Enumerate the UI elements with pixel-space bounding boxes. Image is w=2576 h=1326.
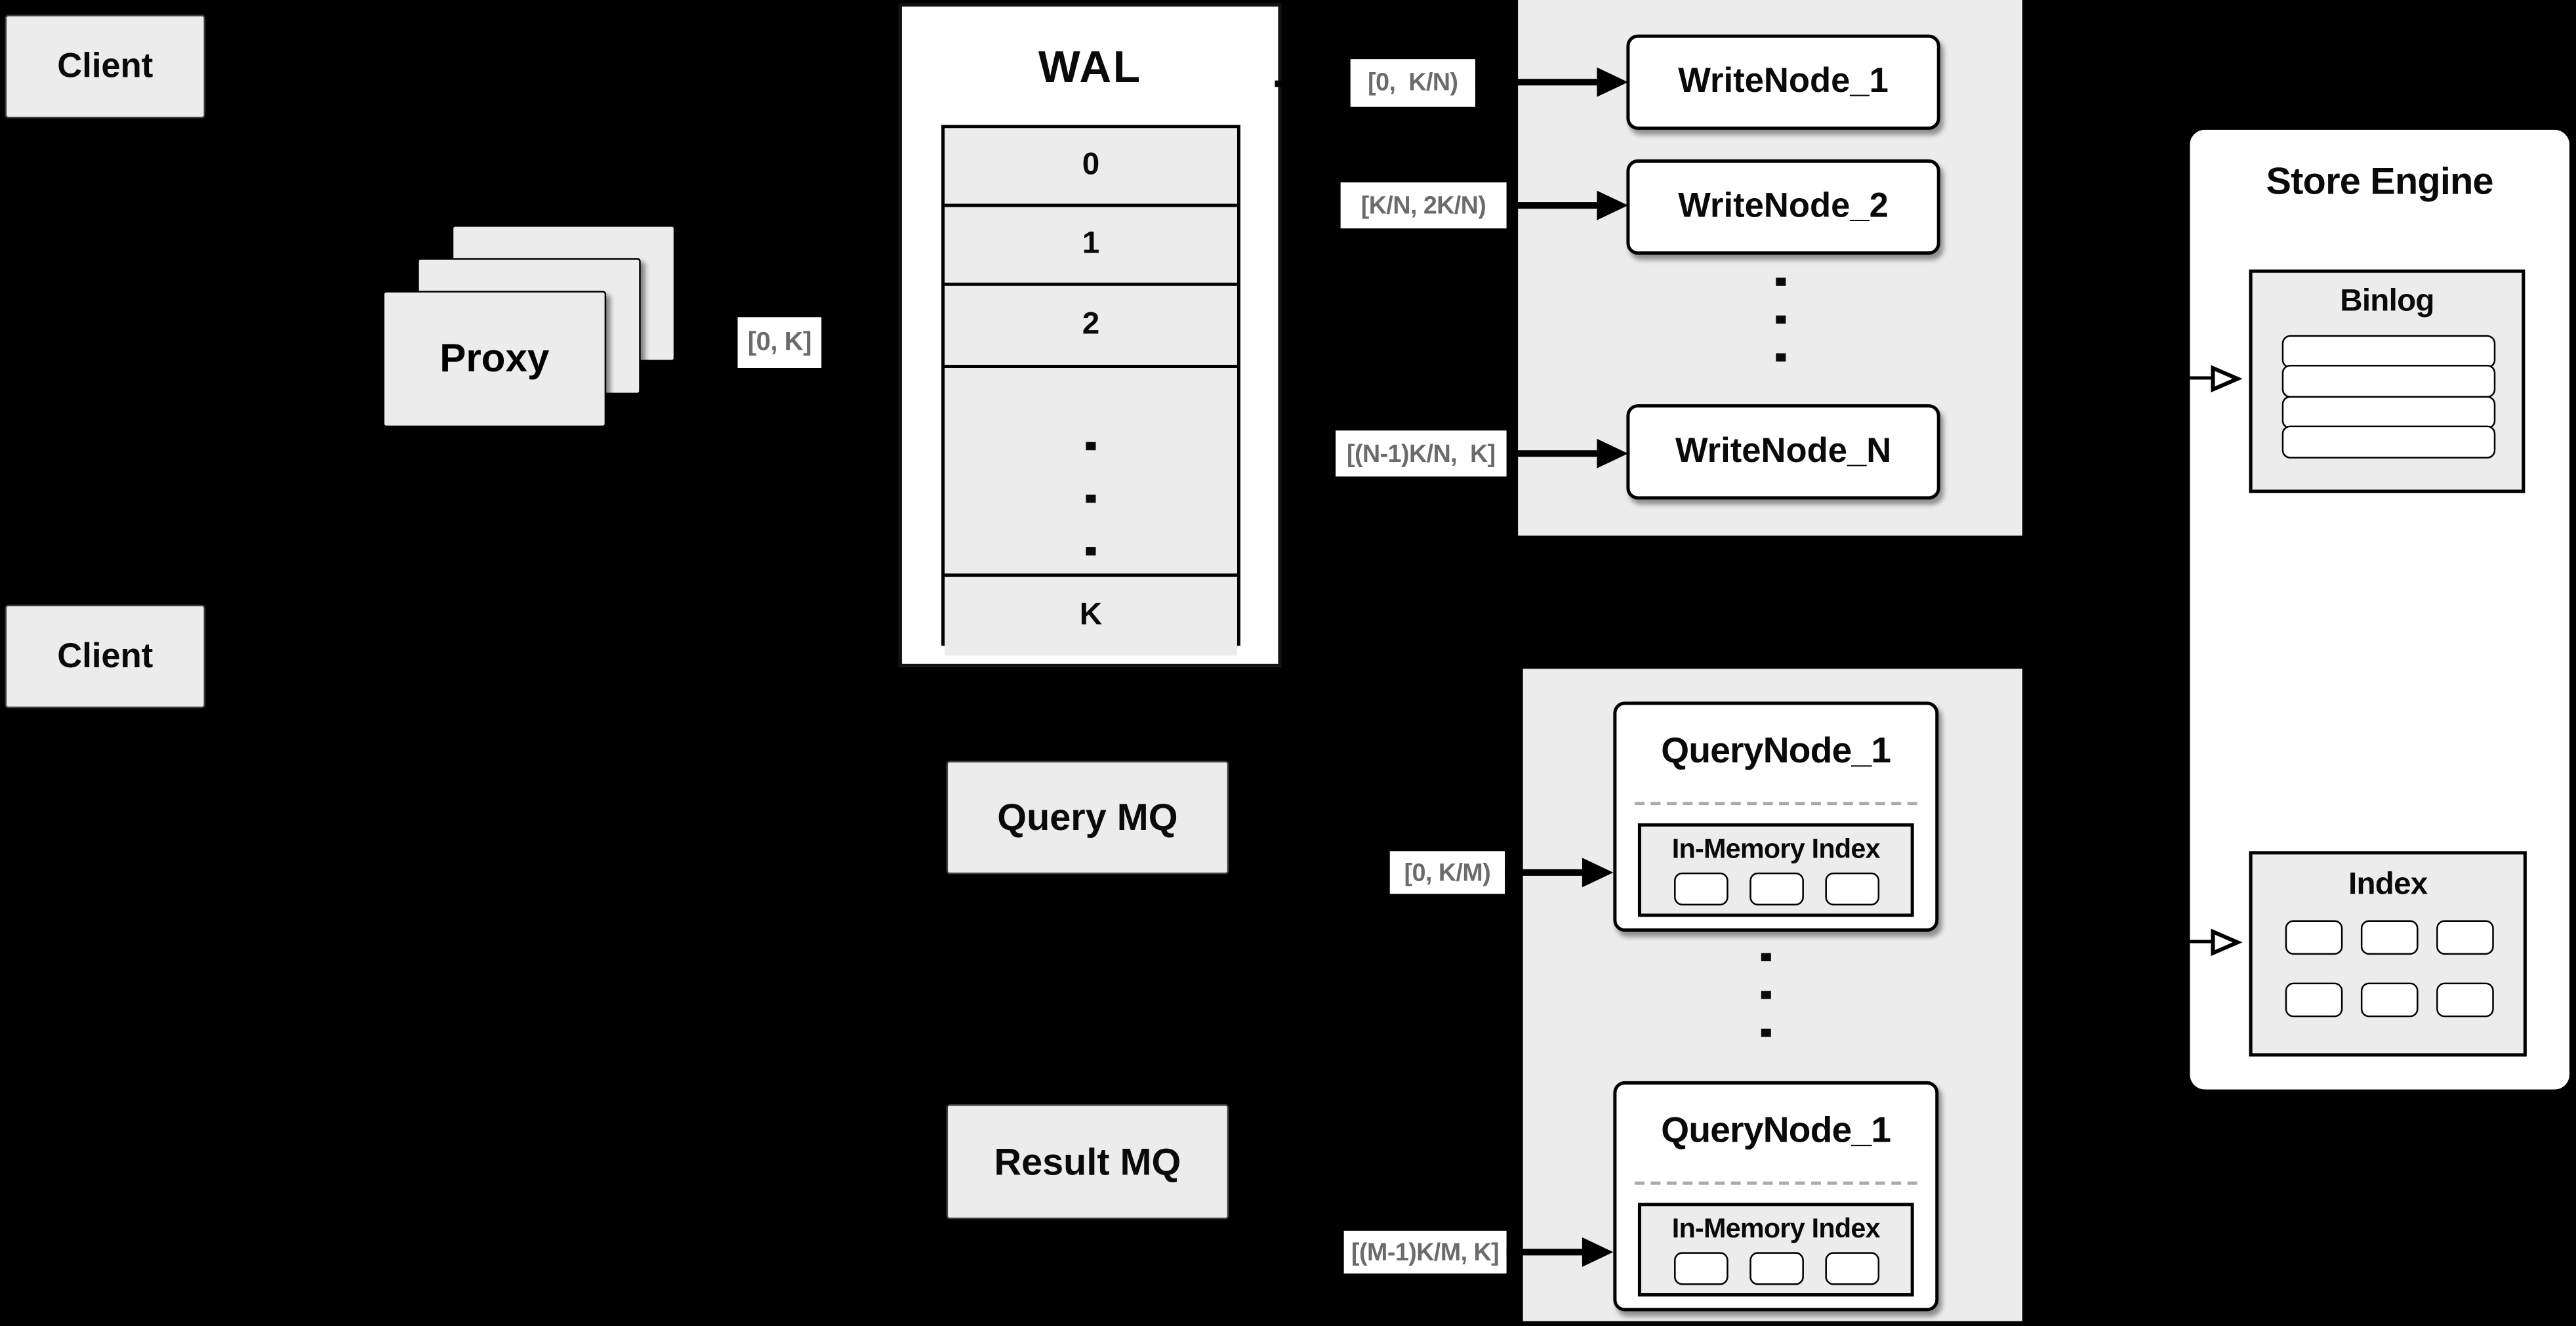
wal-segment-row: K <box>945 573 1237 656</box>
index-slot <box>2436 982 2494 1018</box>
memory-slot <box>1824 1252 1879 1285</box>
query-mq-box: Query MQ <box>946 760 1229 875</box>
wal-segment-row: 1 <box>945 203 1237 283</box>
binlog-title: Binlog <box>2340 284 2434 319</box>
memory-slots-row <box>1641 1252 1911 1285</box>
query-node-top: QueryNode_1 In-Memory Index <box>1613 701 1939 932</box>
wal-title: WAL <box>1038 41 1142 91</box>
ellipsis-dot <box>1776 353 1786 362</box>
memory-slot <box>1673 872 1728 905</box>
memory-slot <box>1748 872 1803 905</box>
index-slot <box>2285 982 2343 1018</box>
wal-box: WAL 0 1 2 K <box>898 3 1290 667</box>
write-node-n: WriteNode_N <box>1626 404 1940 500</box>
query-mq-label: Query MQ <box>997 795 1178 839</box>
ellipsis-dot <box>1086 494 1096 503</box>
client-bottom-box: Client <box>5 604 206 709</box>
query-node-top-label: QueryNode_1 <box>1661 729 1891 771</box>
arrow-shaft <box>1506 1249 1584 1255</box>
ellipsis-dot <box>1086 442 1096 451</box>
wal-edge-tick <box>1275 80 1290 87</box>
arrow-right-icon <box>1582 1237 1614 1267</box>
ellipsis-dot <box>1761 953 1771 962</box>
store-engine-box: Store Engine Binlog Index <box>2190 129 2569 1090</box>
arrow-right-icon <box>1582 858 1614 888</box>
arrow-shaft <box>2161 940 2212 944</box>
proxy-label: Proxy <box>440 336 550 381</box>
wal-segment-row: 2 <box>945 282 1237 365</box>
query-node-bottom: QueryNode_1 In-Memory Index <box>1613 1081 1939 1312</box>
index-slot <box>2360 920 2419 955</box>
binlog-slot <box>2281 365 2496 398</box>
binlog-slots <box>2281 335 2496 459</box>
binlog-slot <box>2281 395 2496 428</box>
proxy-box: Proxy <box>382 291 607 428</box>
open-arrow-right-icon <box>2211 928 2243 955</box>
arrow-right-icon <box>1597 438 1628 468</box>
binlog-slot <box>2281 335 2496 368</box>
binlog-slot <box>2281 425 2496 459</box>
open-arrow-right-icon <box>2211 364 2243 392</box>
index-slot <box>2436 920 2494 955</box>
arrow-shaft <box>1508 450 1601 457</box>
index-slots-row <box>2285 982 2494 1018</box>
ellipsis-dot <box>1776 278 1786 286</box>
query-range-label-2: [(M-1)K/M, K] <box>1343 1230 1507 1274</box>
memory-slot <box>1824 872 1879 905</box>
result-mq-label: Result MQ <box>994 1139 1181 1182</box>
wal-ellipsis-row <box>945 364 1237 574</box>
write-node-1-label: WriteNode_1 <box>1678 62 1889 100</box>
arrow-right-icon <box>1597 190 1628 220</box>
client-bottom-label: Client <box>57 636 153 675</box>
in-memory-index-title: In-Memory Index <box>1671 835 1881 865</box>
query-range-label-1: [0, K/M) <box>1389 851 1505 894</box>
index-slots-row <box>2285 920 2494 955</box>
client-top-label: Client <box>57 47 153 85</box>
dashed-separator <box>1634 1181 1917 1185</box>
index-slot <box>2360 982 2419 1018</box>
memory-slot <box>1673 1252 1728 1285</box>
wal-segment-table: 0 1 2 K <box>941 125 1240 656</box>
query-node-bottom-label: QueryNode_1 <box>1661 1109 1891 1151</box>
write-node-2-label: WriteNode_2 <box>1678 187 1889 226</box>
ellipsis-dot <box>1776 315 1786 324</box>
write-range-label-3: [(N-1)K/N, K] <box>1336 430 1507 477</box>
in-memory-index-title: In-Memory Index <box>1671 1214 1881 1244</box>
arrow-shaft <box>1475 79 1601 85</box>
ellipsis-dot <box>1761 991 1771 999</box>
ellipsis-dot <box>1761 1028 1771 1037</box>
write-range-label-2: [K/N, 2K/N) <box>1340 182 1507 229</box>
store-engine-title: Store Engine <box>2266 158 2494 201</box>
write-node-1: WriteNode_1 <box>1626 34 1940 130</box>
proxy-range-label: [0, K] <box>737 317 822 368</box>
index-box: Index <box>2249 851 2527 1057</box>
memory-slots-row <box>1641 872 1911 905</box>
arrow-right-icon <box>1597 67 1628 97</box>
result-mq-box: Result MQ <box>946 1104 1229 1220</box>
binlog-box: Binlog <box>2249 269 2525 493</box>
ellipsis-dot <box>1086 547 1096 556</box>
arrow-shaft <box>1508 202 1601 209</box>
in-memory-index-box: In-Memory Index <box>1637 1203 1914 1297</box>
index-slot <box>2285 920 2343 955</box>
wal-segment-row: 0 <box>945 128 1237 204</box>
client-top-box: Client <box>5 14 206 119</box>
dashed-separator <box>1634 802 1917 806</box>
arrow-shaft <box>1505 869 1584 876</box>
index-title: Index <box>2348 867 2428 902</box>
arrow-shaft <box>2161 376 2212 381</box>
in-memory-index-box: In-Memory Index <box>1637 823 1914 917</box>
write-range-label-1: [0, K/N) <box>1350 59 1476 107</box>
write-node-n-label: WriteNode_N <box>1675 432 1892 470</box>
memory-slot <box>1748 1252 1803 1285</box>
write-node-2: WriteNode_2 <box>1626 159 1940 255</box>
